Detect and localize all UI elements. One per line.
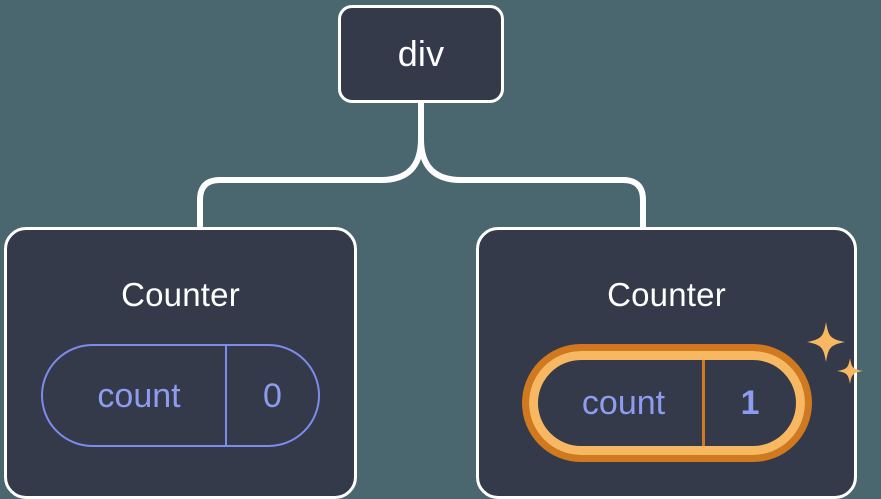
node-counter-right[interactable]: Counter count 1 [476,227,863,499]
state-pill-left-wrap: count 0 [41,344,320,447]
state-pill-left[interactable]: count 0 [41,344,320,447]
state-pill-right[interactable]: count 1 [528,351,805,455]
state-key-right: count [581,384,666,422]
state-value-left: 0 [225,346,318,445]
node-counter-left-label: Counter [121,276,240,313]
state-pill-right-highlight-ring: count 1 [521,344,812,462]
node-counter-right-label: Counter [607,276,726,313]
edge-root-to-counter-left [197,136,424,230]
sparkle-small-icon [836,358,863,384]
node-div[interactable]: div [338,5,504,103]
state-value-right: 1 [701,360,796,446]
state-pill-right-wrap: count 1 [521,322,863,462]
node-counter-left[interactable]: Counter count 0 [4,227,357,499]
state-key-left: count [97,376,181,415]
edge-root-to-counter-right [418,136,646,230]
node-div-label: div [397,33,445,74]
sparkle-large-icon [806,322,845,362]
